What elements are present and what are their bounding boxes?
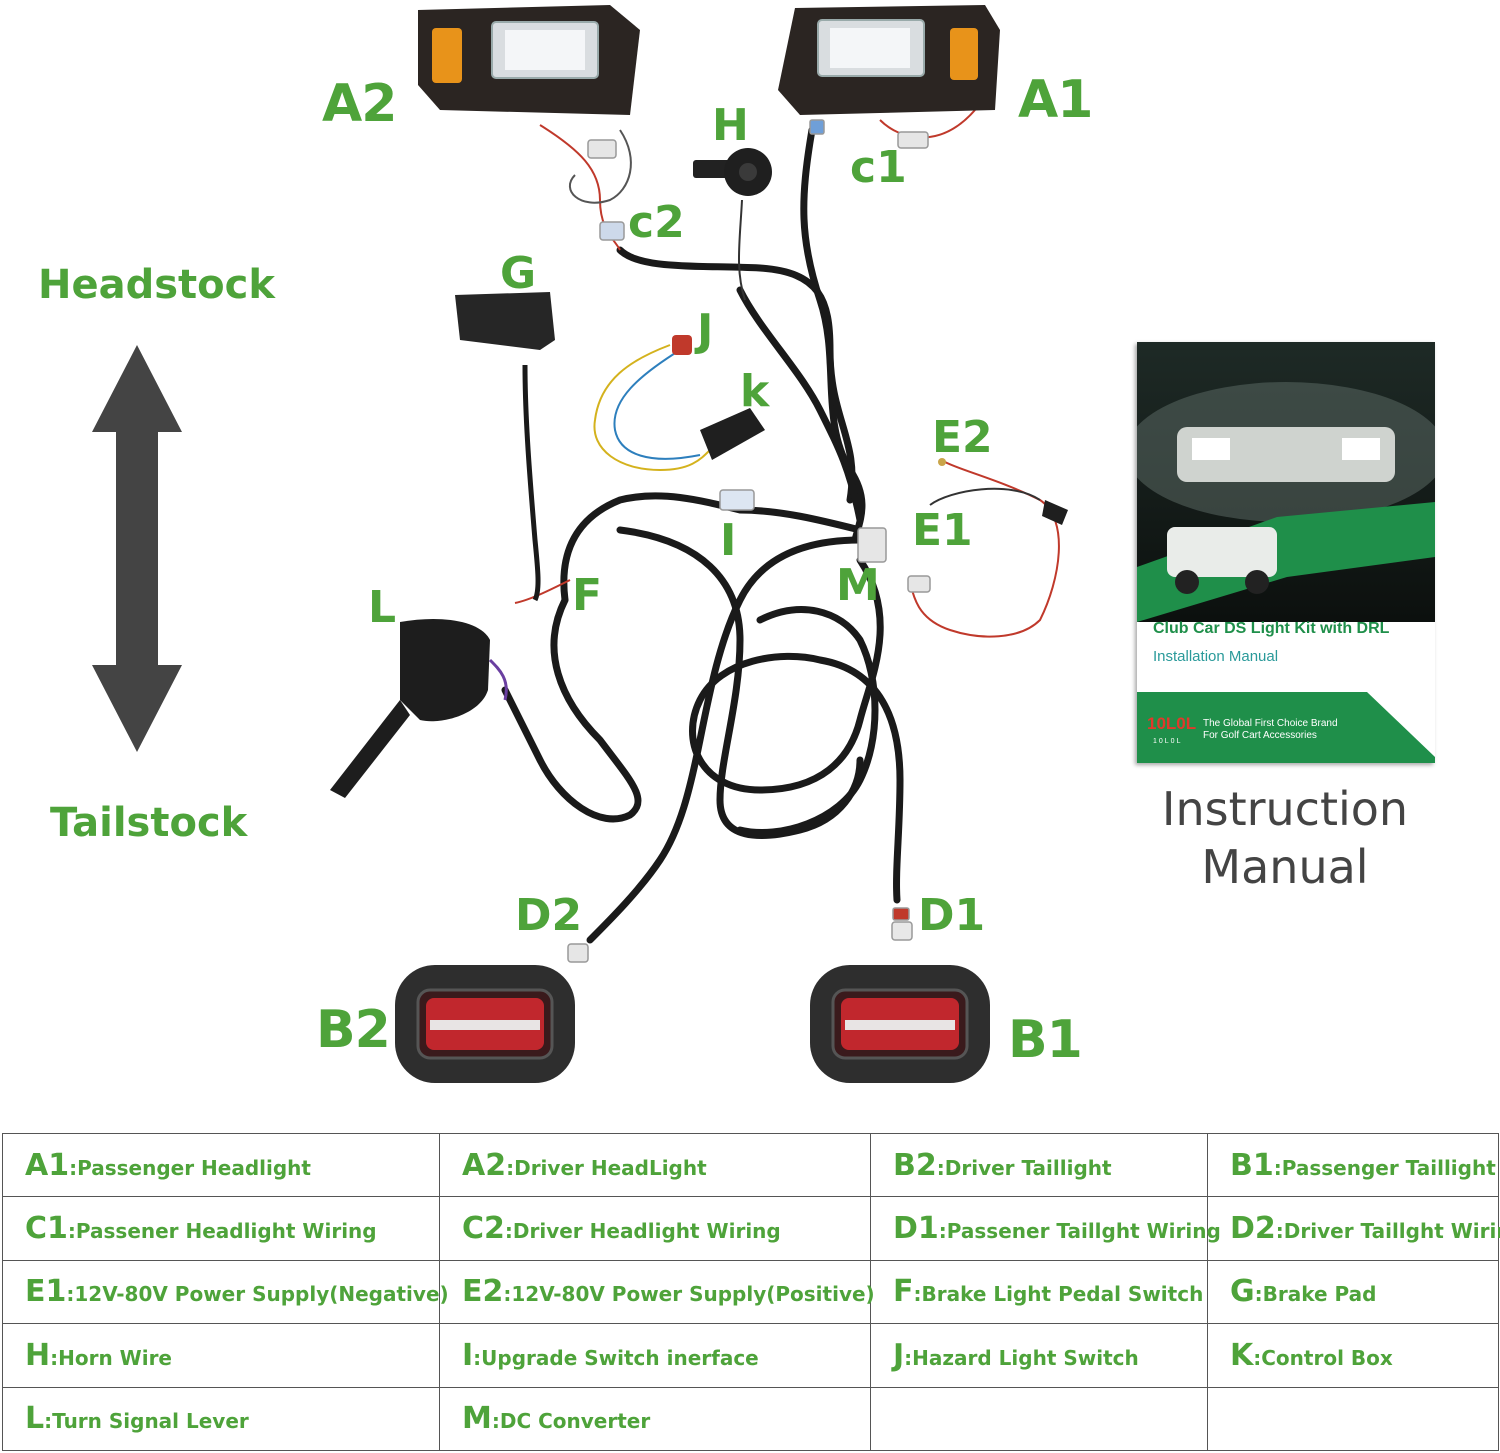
legend-cell: F:Brake Light Pedal Switch (870, 1259, 1208, 1325)
label-l: L (368, 582, 397, 633)
label-k: k (740, 366, 770, 417)
driver-headlight (418, 5, 640, 115)
passenger-headlight (778, 5, 1000, 115)
brand-logo-sub: 10L0L (1153, 738, 1183, 745)
turn-signal-lever (330, 619, 490, 798)
legend-cell: A2:Driver HeadLight (439, 1132, 871, 1198)
label-m: M (836, 560, 880, 611)
legend-cell: A1:Passenger Headlight (2, 1132, 440, 1198)
legend-table: A1:Passenger Headlight A2:Driver HeadLig… (2, 1132, 1500, 1452)
connectors (567, 119, 931, 963)
legend-cell (1207, 1386, 1499, 1452)
driver-taillight (395, 965, 575, 1083)
legend-cell: B1:Passenger Taillight (1207, 1132, 1499, 1198)
legend-cell: H:Horn Wire (2, 1323, 440, 1388)
fuse-holder (938, 458, 1068, 525)
cover-title: Club Car DS Light Kit with DRL (1153, 620, 1390, 637)
manual-caption-2: Manual (1201, 840, 1369, 894)
legend-row: L:Turn Signal Lever M:DC Converter (2, 1386, 1499, 1452)
headstock-label: Headstock (38, 262, 275, 308)
legend-cell: C2:Driver Headlight Wiring (439, 1196, 871, 1261)
brake-pad (455, 292, 555, 350)
label-a2: A2 (322, 74, 397, 134)
manual-caption-1: Instruction (1161, 782, 1409, 836)
control-box (700, 408, 765, 460)
cover-photo (1137, 342, 1435, 622)
cover-green-band (1137, 692, 1435, 763)
brand-tagline: The Global First Choice Brand For Golf C… (1203, 718, 1338, 742)
label-c2: c2 (628, 197, 685, 248)
legend-cell: C1:Passener Headlight Wiring (2, 1196, 440, 1261)
legend-cell: J:Hazard Light Switch (870, 1323, 1208, 1388)
legend-cell: I:Upgrade Switch inerface (439, 1323, 871, 1388)
brand-tagline-1: The Global First Choice Brand (1203, 718, 1338, 729)
wiring-diagram (92, 5, 1068, 1083)
instruction-manual-cover: Club Car DS Light Kit with DRL Installat… (1137, 342, 1435, 763)
tailstock-label: Tailstock (50, 800, 248, 846)
legend-row: E1:12V-80V Power Supply(Negative) E2:12V… (2, 1259, 1499, 1325)
direction-arrow (92, 345, 182, 752)
legend-cell: L:Turn Signal Lever (2, 1386, 440, 1452)
label-c1: c1 (850, 142, 907, 193)
legend-cell: D1:Passener Taillght Wiring (870, 1196, 1221, 1261)
brand-logo: 10L0L (1147, 714, 1197, 733)
label-b1: B1 (1008, 1010, 1083, 1070)
label-b2: B2 (316, 1000, 391, 1060)
label-d1: D1 (918, 890, 986, 941)
legend-row: A1:Passenger Headlight A2:Driver HeadLig… (2, 1132, 1499, 1198)
horn (693, 148, 772, 196)
wire-harness (501, 126, 904, 944)
label-g: G (500, 248, 537, 299)
cover-subtitle: Installation Manual (1153, 648, 1279, 665)
legend-cell (870, 1386, 1208, 1452)
legend-row: H:Horn Wire I:Upgrade Switch inerface J:… (2, 1323, 1499, 1388)
label-d2: D2 (515, 890, 583, 941)
legend-cell: E2:12V-80V Power Supply(Positive) (439, 1259, 875, 1325)
label-f: F (572, 570, 603, 621)
legend-cell: D2:Driver Taillght Wiring (1207, 1196, 1500, 1261)
hazard-switch (672, 335, 692, 355)
label-e1: E1 (912, 505, 973, 556)
label-j: J (697, 305, 714, 356)
label-i: I (720, 515, 737, 566)
legend-cell: K:Control Box (1207, 1323, 1499, 1388)
brand-tagline-2: For Golf Cart Accessories (1203, 730, 1317, 741)
label-a1: A1 (1018, 70, 1093, 130)
legend-cell: M:DC Converter (439, 1386, 871, 1452)
label-h: H (712, 100, 749, 151)
passenger-taillight (810, 965, 990, 1083)
cover-photo-art (1137, 382, 1435, 622)
legend-row: C1:Passener Headlight Wiring C2:Driver H… (2, 1196, 1500, 1261)
manual-caption: Instruction Manual (1110, 780, 1460, 896)
legend-cell: G:Brake Pad (1207, 1259, 1499, 1325)
legend-cell: B2:Driver Taillight (870, 1132, 1208, 1198)
label-e2: E2 (932, 412, 993, 463)
legend-cell: E1:12V-80V Power Supply(Negative) (2, 1259, 449, 1325)
